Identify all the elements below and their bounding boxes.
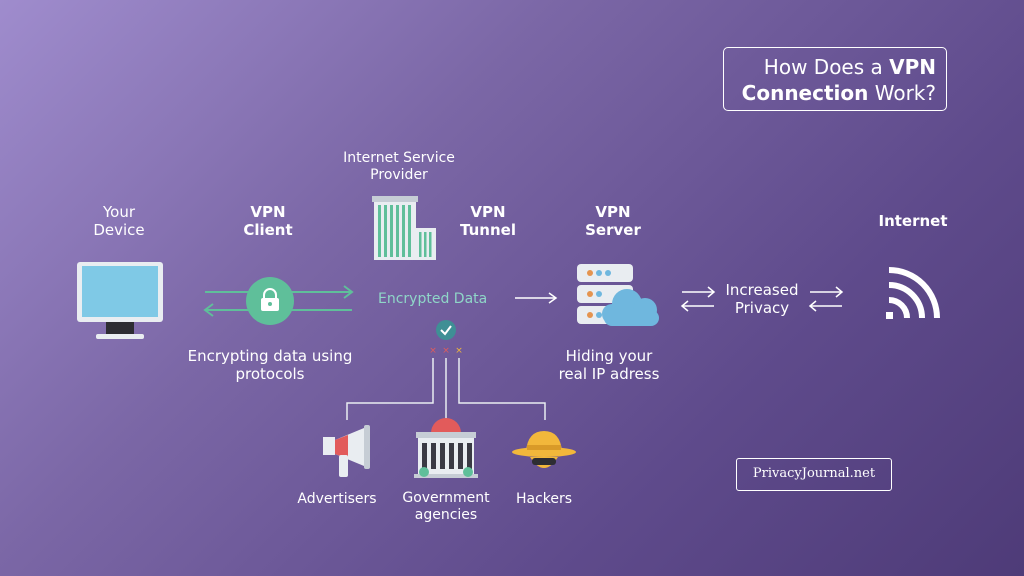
svg-text:×: ×	[442, 346, 450, 356]
label-increased-privacy: Increased Privacy	[725, 281, 799, 317]
lock-icon	[246, 277, 294, 325]
government-building-icon	[414, 418, 478, 478]
building-icon	[372, 196, 436, 260]
wifi-icon	[886, 267, 940, 319]
brand-box: PrivacyJournal.net	[736, 458, 892, 491]
title-box: How Does a VPN Connection Work?	[723, 47, 947, 111]
label-government-agencies: Government agencies	[402, 490, 490, 523]
label-isp: Internet Service Provider	[343, 150, 455, 183]
label-internet: Internet	[878, 212, 948, 230]
title-line-2: Connection Work?	[741, 81, 936, 105]
label-vpn-server: VPN Server	[585, 203, 641, 239]
megaphone-icon	[323, 425, 370, 477]
privacy-arrows-right	[808, 286, 844, 312]
cloud-icon	[602, 289, 659, 326]
privacy-arrows-left	[680, 286, 716, 312]
svg-text:×: ×	[455, 346, 463, 356]
label-your-device: Your Device	[93, 203, 145, 239]
caption-hiding-ip: Hiding your real IP adress	[558, 347, 660, 383]
check-icon	[436, 320, 456, 340]
caption-encrypting: Encrypting data using protocols	[187, 347, 353, 383]
blocked-markers: × × ×	[429, 346, 463, 356]
svg-text:×: ×	[429, 346, 437, 356]
monitor-icon	[77, 262, 163, 339]
tunnel-arrow	[515, 292, 558, 304]
hacker-hat-icon	[512, 431, 576, 468]
label-vpn-client: VPN Client	[243, 203, 293, 239]
caption-encrypted-data: Encrypted Data	[378, 291, 488, 307]
blocked-lines	[346, 358, 546, 420]
title-line-1: How Does a VPN	[763, 55, 936, 79]
label-hackers: Hackers	[515, 491, 573, 507]
label-advertisers: Advertisers	[297, 491, 377, 507]
label-vpn-tunnel: VPN Tunnel	[460, 203, 516, 239]
